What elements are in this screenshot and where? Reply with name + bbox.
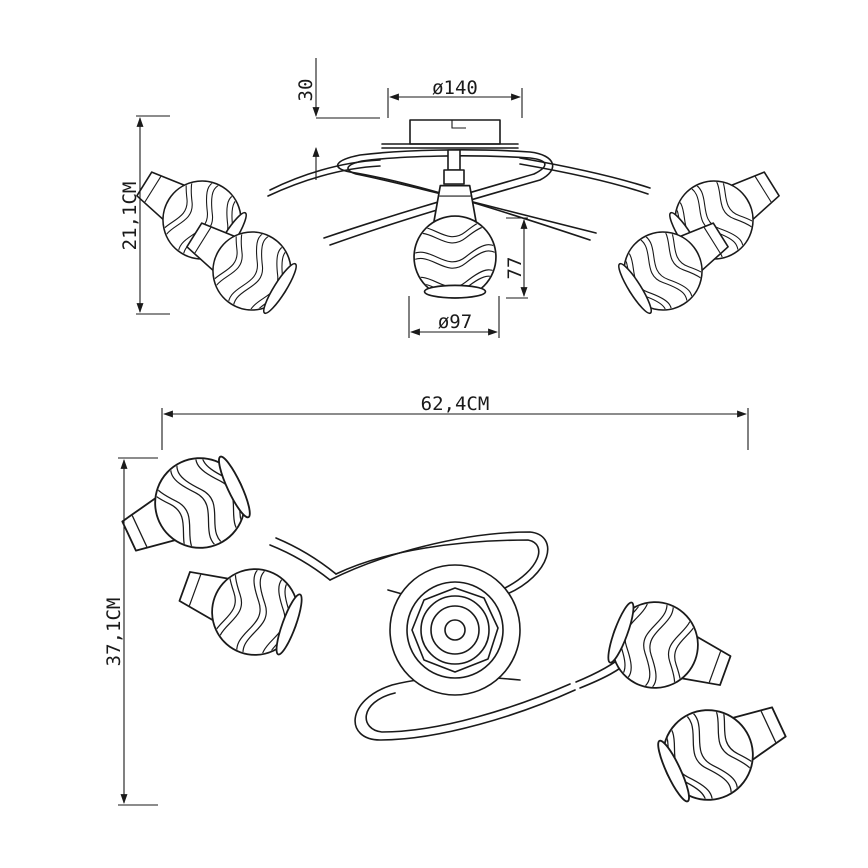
top-view: 62,4CM 37,1CM	[103, 393, 802, 824]
canopy-diameter-label: ø140	[432, 77, 478, 99]
shade-diameter-label: ø97	[438, 311, 472, 333]
shade-height-label: 77	[504, 257, 526, 280]
dim-shade-height: 77	[504, 217, 528, 299]
shade-center	[408, 186, 506, 298]
dim-total-depth: 37,1CM	[103, 457, 158, 806]
side-view: 30 ø140 21,1CM 77 ø97	[119, 58, 797, 338]
mount-height-label: 30	[295, 79, 317, 102]
dim-total-width: 62,4CM	[161, 393, 749, 450]
dim-mount-height: 30	[295, 58, 380, 180]
shade-top-mr	[597, 584, 743, 720]
arm-loop-1	[329, 149, 591, 246]
arm-back-right	[519, 157, 651, 189]
canopy	[409, 119, 501, 145]
total-width-label: 62,4CM	[421, 393, 490, 415]
dim-total-height: 21,1CM	[119, 115, 170, 315]
total-height-label: 21,1CM	[119, 182, 141, 251]
shade-top-ml	[168, 537, 314, 673]
total-depth-label: 37,1CM	[103, 598, 125, 667]
dim-shade-diameter: ø97	[408, 296, 500, 338]
shade-top-lr	[645, 675, 802, 824]
shade-top-ul	[106, 434, 263, 583]
dim-canopy-diameter: ø140	[387, 77, 523, 118]
